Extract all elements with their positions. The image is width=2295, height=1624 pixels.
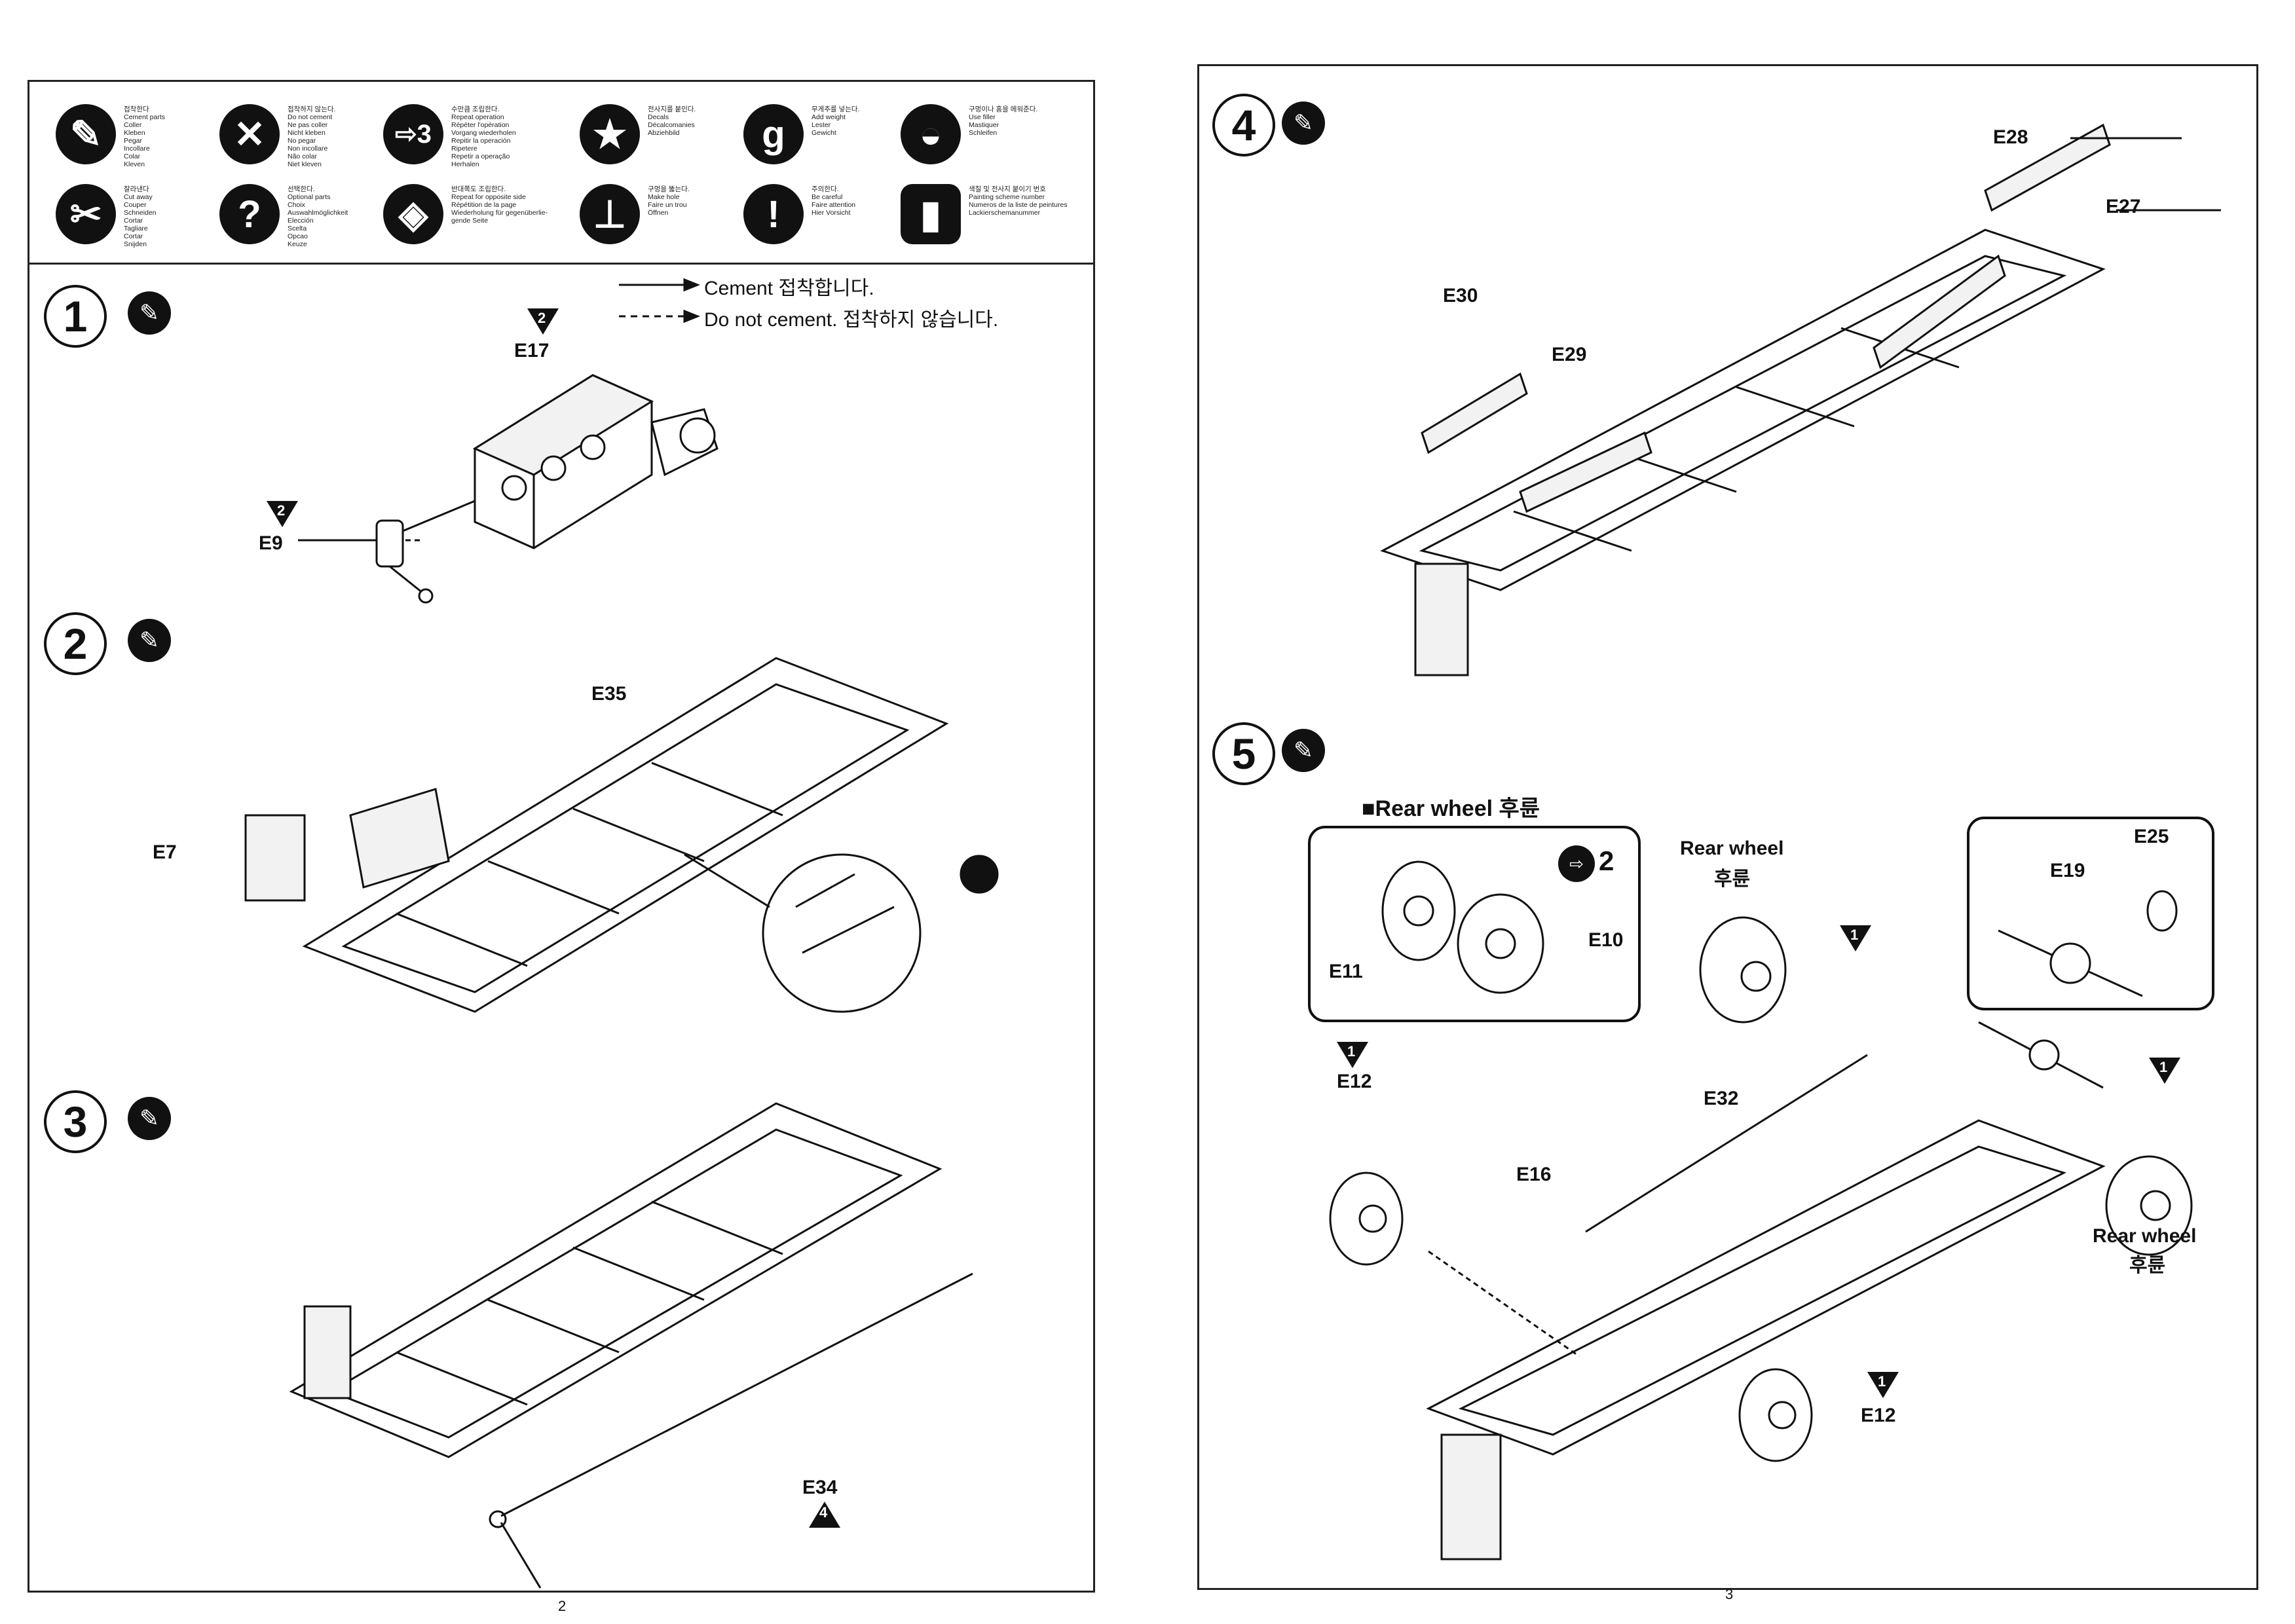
weight-icon: g <box>743 104 804 164</box>
symbol-legend: ✎접착한다 Cement parts Coller Kleben Pegar I… <box>29 82 1093 265</box>
paint-number-marker: 2 <box>267 501 298 527</box>
caution-icon: ! <box>743 184 804 244</box>
engine-drawing <box>298 374 718 604</box>
part-label-e12: E12 <box>1861 1405 1896 1426</box>
step-number: 1 <box>44 285 107 348</box>
left-page-artwork <box>244 278 999 1589</box>
legend-item: ✂잘라낸다 Cut away Couper Schneiden Cortar T… <box>56 184 291 256</box>
drill-icon: ⊥ <box>580 184 640 244</box>
right-page: 4 ✎ E28 E27 E30 E29 5 ✎ ■Rear wheel 후륜 ⇨… <box>1197 64 2258 1590</box>
decal-star-icon: ★ <box>580 104 640 164</box>
right-page-artwork <box>1329 123 2221 1560</box>
part-label-e30: E30 <box>1443 285 1478 306</box>
part-label-e17: E17 <box>514 340 550 361</box>
legend-item: ✎접착한다 Cement parts Coller Kleben Pegar I… <box>56 104 291 176</box>
part-label-e32: E32 <box>1704 1088 1739 1109</box>
legend-item: ✕접착하지 않는다. Do not cement Ne pas coller N… <box>219 104 455 176</box>
repeat-icon: ⇨ <box>1558 845 1595 882</box>
rear-wheel-label-ko: 후륜 <box>1714 868 1751 890</box>
part-label-e25: E25 <box>2134 826 2169 847</box>
part-label-e11: E11 <box>1329 961 1363 982</box>
step-number: 2 <box>44 612 107 675</box>
rear-wheel-label: Rear wheel <box>1680 838 1784 859</box>
part-label-e29: E29 <box>1552 344 1587 365</box>
legend-item: ▮색칠 및 전사지 붙이기 번호 Painting scheme number … <box>901 184 1136 256</box>
chassis-frame-step3 <box>289 1102 973 1589</box>
opposite-side-icon: ◈ <box>383 184 443 244</box>
page-number-right: 3 <box>1725 1586 1734 1602</box>
legend-item: !주의한다. Be careful Faire attention Hier V… <box>743 184 979 256</box>
glue-icon: ✎ <box>1282 729 1325 772</box>
paint-number-marker: 2 <box>527 308 559 335</box>
chassis-frame-step4 <box>1380 123 2221 676</box>
differential-inset <box>1967 817 2214 1010</box>
left-page: ✎접착한다 Cement parts Coller Kleben Pegar I… <box>28 80 1095 1593</box>
paint-number-marker: 1 <box>2149 1058 2180 1084</box>
glue-icon: ✎ <box>1282 101 1325 145</box>
paint-number-marker: 1 <box>1840 925 1871 951</box>
part-label-e16: E16 <box>1516 1164 1552 1185</box>
chassis-frame-step2 <box>244 657 999 1013</box>
rear-wheel-label: Rear wheel <box>2093 1225 2197 1247</box>
glue-icon: ✎ <box>128 1097 171 1140</box>
repeat-count: 2 <box>1599 845 1614 876</box>
paint-number-icon: ▮ <box>901 184 961 244</box>
part-label-e19: E19 <box>2050 860 2085 881</box>
no-glue-icon: ✕ <box>219 104 280 164</box>
step-number: 3 <box>44 1090 107 1153</box>
paint-number-marker: 4 <box>809 1502 840 1528</box>
step-number: 5 <box>1212 722 1275 785</box>
wheel-drawings <box>1329 860 2193 1462</box>
part-label-e28: E28 <box>1993 126 2028 148</box>
optional-icon: ? <box>219 184 280 244</box>
rear-wheel-box-title: ■Rear wheel 후륜 <box>1362 796 1540 821</box>
part-label-e7: E7 <box>153 841 177 863</box>
page-number-left: 2 <box>558 1598 567 1614</box>
paint-number-marker: 1 <box>1867 1372 1899 1398</box>
legend-item: ?선택한다. Optional parts Choix Auswahlmögli… <box>219 184 455 256</box>
legend-item: ⊥구멍을 뚫는다. Make hole Faire un trou Öffnen <box>580 184 815 256</box>
filler-icon: ◒ <box>901 104 961 164</box>
rear-wheel-inset <box>1308 826 1641 1022</box>
part-label-e27: E27 <box>2106 196 2141 217</box>
rear-wheel-label-ko: 후륜 <box>2129 1255 2166 1276</box>
cement-note-solid: Cement 접착합니다. <box>704 278 874 299</box>
step-number: 4 <box>1212 94 1275 157</box>
part-label-e10: E10 <box>1588 929 1624 951</box>
cement-note-dashed: Do not cement. 접착하지 않습니다. <box>704 309 999 331</box>
legend-item: ★전사지를 붙인다. Decals Décalcomanies Abziehbi… <box>580 104 815 176</box>
chassis-frame-step5 <box>1426 1021 2106 1560</box>
repeat-icon: ⇨3 <box>383 104 443 164</box>
part-label-e9: E9 <box>259 532 283 554</box>
glue-icon: ✎ <box>128 619 171 662</box>
paint-number-marker: 1 <box>1337 1042 1368 1068</box>
differential-drawing <box>1998 890 2178 997</box>
part-label-e34: E34 <box>802 1477 838 1498</box>
part-label-e35: E35 <box>591 683 627 705</box>
legend-item: ◈반대쪽도 조립한다. Repeat for opposite side Rép… <box>383 184 619 256</box>
glue-icon: ✎ <box>56 104 116 164</box>
part-label-e12: E12 <box>1337 1071 1372 1092</box>
glue-icon: ✎ <box>128 291 171 335</box>
legend-item: ◒구멍이나 홈을 메워준다. Use filler Mastiquer Schl… <box>901 104 1136 176</box>
cut-icon: ✂ <box>56 184 116 244</box>
